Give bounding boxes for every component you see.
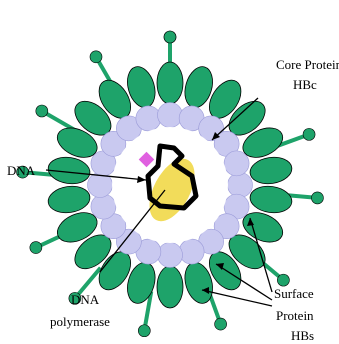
spike-knob [90,51,102,63]
spike-knob [215,318,227,330]
label-hbs: HBs [291,328,314,343]
surface-protein-unit [248,155,293,187]
label-dna: DNA [7,163,36,178]
core-protein-unit [224,151,249,176]
label-hbc: HBc [293,77,317,92]
surface-protein-unit [157,266,183,308]
label-surface: Surface [274,286,314,301]
core-protein-unit [91,194,116,219]
core-protein-unit [136,106,161,131]
label-core-protein: Core Protein [276,57,339,72]
label-polymerase-dna: DNA [71,292,100,307]
surface-protein-unit [248,184,293,216]
core-protein-unit [158,243,183,268]
surface-protein-unit [46,184,91,216]
spike-knob [30,242,42,254]
spike-knob [164,31,176,43]
spike-knob [277,274,289,286]
spike-knob [303,128,315,140]
core-protein-unit [158,103,183,128]
spike-knob [36,105,48,117]
surface-protein-unit [157,62,183,104]
spike-knob [138,325,150,337]
label-polymerase: polymerase [50,314,110,329]
spike-knob [311,192,323,204]
core-protein-unit [179,239,204,264]
core-protein-unit [228,173,253,198]
label-protein: Protein [276,308,314,323]
